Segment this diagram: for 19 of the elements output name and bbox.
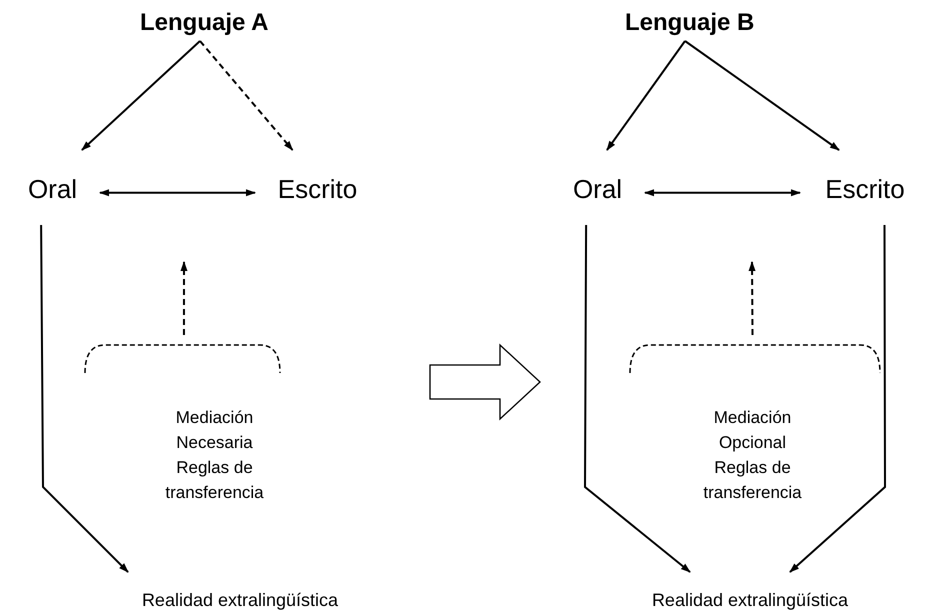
modality-label: Oral [26,174,78,205]
arrow [584,225,691,573]
reality-label: Realidad extralingüística [650,590,850,611]
modality-label: Escrito [824,174,906,205]
arrow [40,225,129,573]
dashed-arrow [180,261,188,335]
arrow [606,40,686,151]
mediation-note: Mediación Necesaria Reglas de transferencia [164,407,265,504]
arrow [789,225,886,573]
dashed-arrow [199,40,294,151]
double-arrow [644,189,801,196]
dashed-arrow [748,261,756,335]
modality-label: Escrito [276,174,358,205]
mediation-note: Mediación Opcional Reglas de transferencia [702,407,803,504]
modality-label: Oral [572,174,624,205]
arrow [81,40,201,151]
arrow [684,40,840,151]
double-arrow [99,189,256,196]
reality-label: Realidad extralingüística [140,590,340,611]
